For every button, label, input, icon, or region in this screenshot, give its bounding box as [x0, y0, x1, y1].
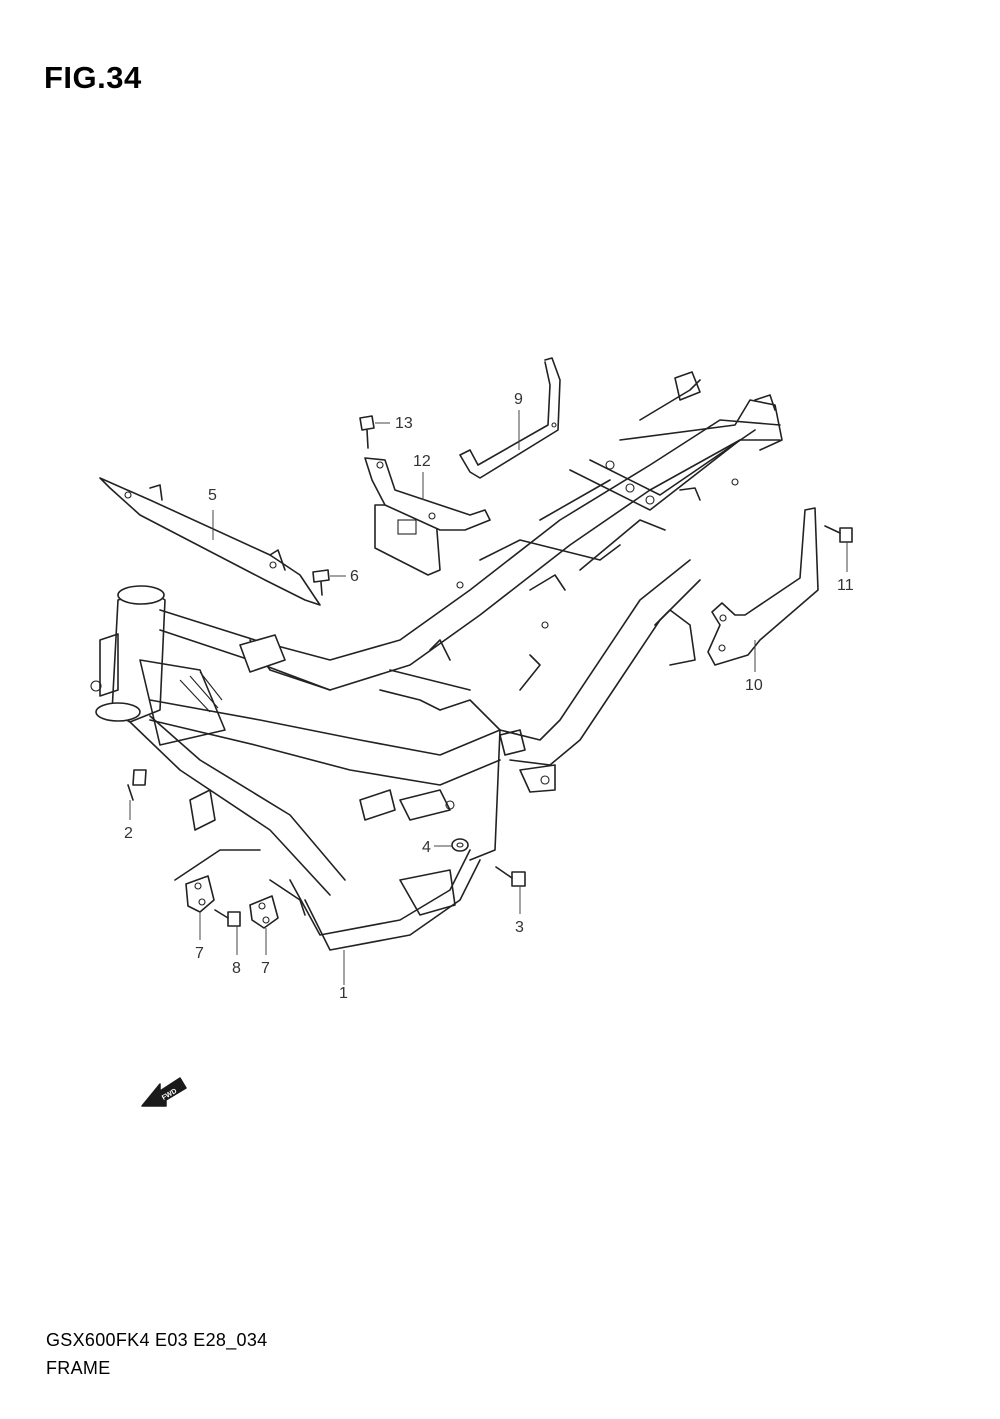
callout-9: 9 [514, 391, 523, 408]
bolt-8 [214, 909, 241, 927]
callout-4: 4 [422, 839, 431, 856]
callout-11: 11 [837, 577, 854, 594]
callout-7b: 7 [261, 960, 270, 977]
main-frame-part [90, 371, 783, 951]
section-name: FRAME [46, 1358, 111, 1378]
plate-7b [249, 895, 279, 929]
bolt-6 [312, 569, 330, 596]
callout-1: 1 [339, 985, 348, 1002]
callout-8: 8 [232, 960, 241, 977]
callout-10: 10 [745, 677, 763, 694]
bolt-11 [824, 525, 853, 543]
fwd-arrow-icon: FWD [141, 1077, 187, 1107]
callout-6: 6 [350, 568, 359, 585]
support-stay-part [99, 477, 321, 606]
plate-7a [185, 875, 215, 913]
collar-4 [451, 838, 469, 852]
callout-3: 3 [515, 919, 524, 936]
figure-title: FIG.34 [44, 60, 142, 95]
callout-7a: 7 [195, 945, 204, 962]
bolt-13 [359, 415, 375, 449]
callout-12: 12 [413, 453, 431, 470]
leader-lines [129, 410, 848, 985]
bracket-9 [459, 357, 561, 479]
bolt-3 [495, 866, 526, 887]
callout-13: 13 [395, 415, 413, 432]
bolt-2 [127, 769, 147, 801]
bracket-plate-12 [364, 457, 491, 576]
callout-5: 5 [208, 487, 217, 504]
model-code: GSX600FK4 E03 E28_034 [46, 1330, 268, 1350]
callout-2: 2 [124, 825, 133, 842]
rear-bracket-10 [707, 507, 819, 666]
